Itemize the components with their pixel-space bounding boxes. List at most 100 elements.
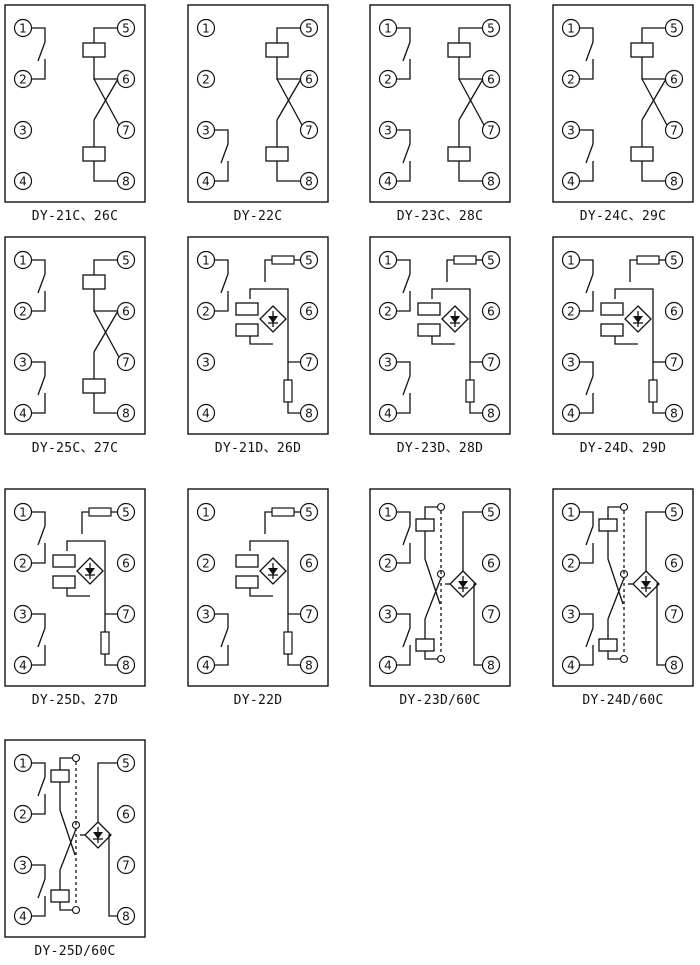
lead — [614, 288, 654, 335]
resistor-rect — [465, 379, 475, 403]
terminal-6-icon — [664, 553, 684, 573]
contact-blade — [37, 878, 46, 899]
contact-lead — [32, 543, 46, 564]
contact-lead — [32, 896, 46, 917]
contact-lead — [580, 291, 594, 312]
resistor-rect — [283, 631, 293, 655]
terminal-7-icon — [664, 352, 684, 372]
contact-lead — [580, 613, 594, 628]
contact-lead — [32, 291, 46, 312]
contact-blade — [585, 627, 594, 648]
terminal-8-number: 8 — [305, 174, 313, 188]
terminal-4-number: 4 — [202, 658, 210, 672]
terminal-7-number: 7 — [122, 607, 130, 621]
terminal-3-icon — [561, 120, 581, 140]
terminal-2-icon — [196, 69, 216, 89]
diagram-caption: DY-24C、29C — [580, 209, 666, 224]
terminal-6-icon — [299, 553, 319, 573]
diagram-caption: DY-23C、28C — [397, 209, 483, 224]
terminal-3-number: 3 — [202, 607, 210, 621]
terminal-5-number: 5 — [305, 505, 313, 519]
cross-wire — [607, 531, 624, 605]
terminal-3-number: 3 — [384, 355, 392, 369]
diagram-caption: DY-23D/60C — [399, 693, 480, 708]
terminal-5-icon — [664, 502, 684, 522]
terminal-5-number: 5 — [670, 253, 678, 267]
diagram-frame — [552, 4, 694, 203]
lead — [108, 834, 118, 917]
terminal-8-icon — [481, 655, 501, 675]
terminal-6-number: 6 — [670, 72, 678, 86]
terminal-7-number: 7 — [122, 858, 130, 872]
contact-lead — [32, 511, 46, 526]
contact-blade — [402, 41, 411, 62]
cross-wire — [458, 78, 484, 121]
terminal-5-icon — [664, 18, 684, 38]
contact-blade — [585, 41, 594, 62]
terminal-8-number: 8 — [122, 406, 130, 420]
terminal-8-number: 8 — [487, 406, 495, 420]
terminal-2-number: 2 — [202, 556, 210, 570]
terminal-7-number: 7 — [487, 355, 495, 369]
terminal-3-number: 3 — [567, 355, 575, 369]
lead — [473, 583, 483, 666]
terminal-1-number: 1 — [567, 505, 575, 519]
contact-lead — [32, 794, 46, 815]
terminal-1-icon — [561, 250, 581, 270]
contact-blade — [402, 143, 411, 164]
terminal-5-icon — [299, 18, 319, 38]
lead — [629, 259, 637, 282]
terminal-1-icon — [561, 18, 581, 38]
coil-lead — [93, 259, 118, 275]
terminal-5-icon — [481, 502, 501, 522]
contact-lead — [215, 613, 229, 628]
contact-blade — [220, 273, 229, 294]
terminal-8-number: 8 — [305, 406, 313, 420]
lead — [645, 511, 666, 571]
cross-wire — [93, 78, 119, 121]
terminal-7-number: 7 — [670, 607, 678, 621]
terminal-2-number: 2 — [202, 304, 210, 318]
terminal-8-icon — [116, 171, 136, 191]
terminal-3-number: 3 — [202, 123, 210, 137]
terminal-1-number: 1 — [202, 21, 210, 35]
contact-blade — [37, 41, 46, 62]
lead — [431, 336, 455, 345]
coil-rect — [50, 769, 70, 783]
coil-rect — [52, 575, 76, 589]
terminal-1-number: 1 — [19, 253, 27, 267]
diagram-frame — [4, 236, 146, 435]
contact-lead — [215, 291, 229, 312]
terminal-2-icon — [196, 301, 216, 321]
junction-dot-icon — [619, 502, 629, 512]
diagram-caption: DY-24D/60C — [582, 693, 663, 708]
terminal-2-icon — [561, 553, 581, 573]
contact-lead — [580, 361, 594, 376]
terminal-7-icon — [116, 352, 136, 372]
lead — [656, 583, 666, 666]
lead — [287, 654, 301, 666]
diagram-caption: DY-22C — [234, 209, 283, 224]
contact-lead — [32, 645, 46, 666]
terminal-7-number: 7 — [487, 123, 495, 137]
diagram-frame — [187, 4, 329, 203]
terminal-8-number: 8 — [122, 909, 130, 923]
terminal-6-icon — [481, 69, 501, 89]
cross-wire — [93, 310, 121, 360]
terminal-2-icon — [13, 301, 33, 321]
terminal-1-icon — [13, 502, 33, 522]
terminal-6-number: 6 — [122, 72, 130, 86]
contact-lead — [580, 161, 594, 182]
contact-lead — [397, 543, 411, 564]
terminal-3-icon — [13, 120, 33, 140]
terminal-2-number: 2 — [19, 72, 27, 86]
resistor-rect — [88, 507, 112, 517]
contact-lead — [215, 129, 229, 144]
terminal-8-icon — [116, 906, 136, 926]
diagram-frame — [369, 4, 511, 203]
cross-wire — [276, 78, 302, 121]
terminal-5-icon — [481, 18, 501, 38]
